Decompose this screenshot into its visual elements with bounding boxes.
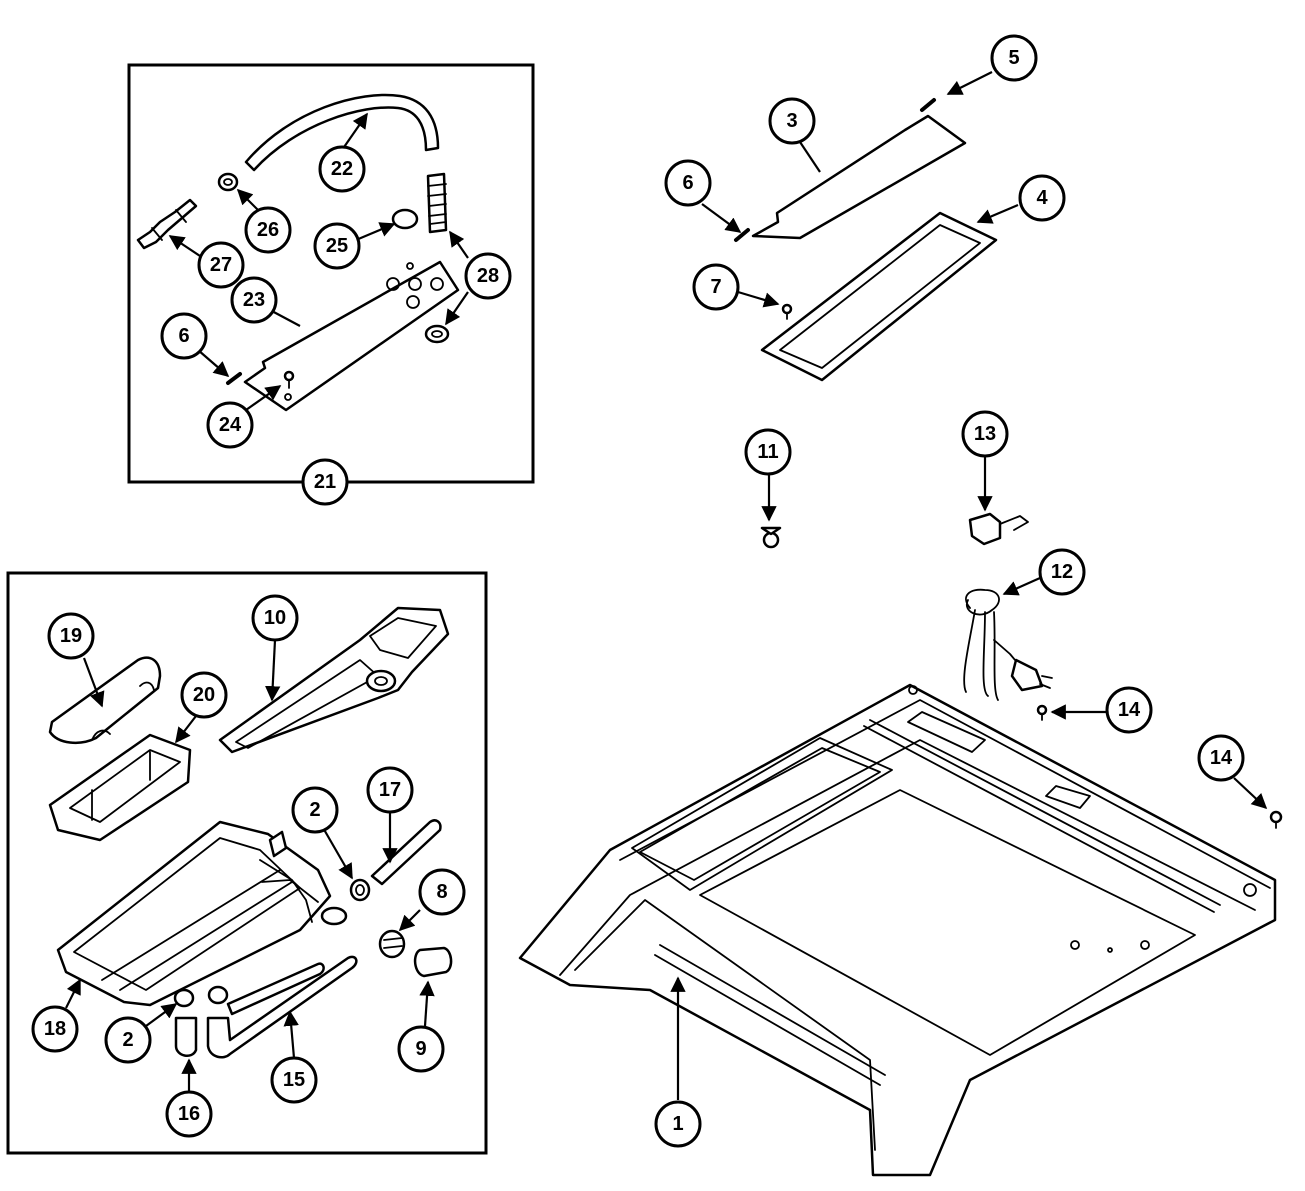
svg-text:11: 11 — [757, 441, 778, 463]
part-17-hose — [370, 819, 442, 886]
callout-3: 3 — [768, 97, 816, 145]
callout-26: 26 — [244, 206, 292, 254]
svg-text:10: 10 — [264, 607, 286, 629]
part-4-frame — [760, 211, 998, 382]
part-1-top-cover — [518, 683, 1277, 1177]
part-10-bracket — [218, 606, 450, 754]
callout-18: 18 — [31, 1005, 79, 1053]
svg-text:13: 13 — [974, 423, 996, 445]
callout-5: 5 — [990, 34, 1038, 82]
callout-20: 20 — [180, 671, 228, 719]
part-28-bellows — [424, 172, 450, 344]
svg-text:3: 3 — [786, 110, 797, 132]
part-18-dispenser — [56, 820, 348, 1007]
callout-14b: 14 — [1197, 734, 1245, 782]
callout-8: 8 — [418, 868, 466, 916]
part-8-clamp — [378, 929, 406, 959]
part-13-clamp — [968, 512, 1029, 546]
callout-9: 9 — [397, 1025, 445, 1073]
svg-text:6: 6 — [682, 172, 693, 194]
svg-text:12: 12 — [1051, 561, 1073, 583]
svg-text:18: 18 — [44, 1018, 66, 1040]
part-6-pin-upper — [734, 228, 750, 242]
svg-text:19: 19 — [60, 625, 82, 647]
part-2-clamp-a — [349, 878, 371, 902]
callout-2b: 2 — [104, 1016, 152, 1064]
svg-text:9: 9 — [415, 1038, 426, 1060]
part-22-hose — [244, 93, 440, 172]
svg-text:5: 5 — [1008, 47, 1019, 69]
callout-10: 10 — [251, 594, 299, 642]
callout-19: 19 — [47, 612, 95, 660]
part-24-screw — [283, 370, 295, 389]
callout-6a: 6 — [664, 159, 712, 207]
callout-21: 21 — [301, 458, 349, 506]
part-23-plate — [243, 260, 460, 412]
svg-text:26: 26 — [257, 219, 279, 241]
callout-4: 4 — [1018, 174, 1066, 222]
part-5-pin — [920, 98, 936, 112]
svg-text:14: 14 — [1210, 747, 1233, 769]
svg-text:1: 1 — [672, 1113, 683, 1135]
callout-7: 7 — [692, 263, 740, 311]
kit-18-frame — [6, 571, 488, 1155]
svg-text:27: 27 — [210, 254, 232, 276]
part-14-screw-a — [1036, 704, 1048, 721]
svg-text:4: 4 — [1036, 187, 1048, 209]
svg-text:22: 22 — [331, 158, 353, 180]
svg-text:23: 23 — [243, 289, 265, 311]
part-7-screw — [781, 303, 793, 320]
svg-text:2: 2 — [122, 1029, 133, 1051]
callout-16: 16 — [165, 1090, 213, 1138]
svg-text:24: 24 — [219, 414, 242, 436]
callout-6b: 6 — [160, 312, 208, 360]
callout-11: 11 — [744, 428, 792, 476]
callout-14a: 14 — [1105, 686, 1153, 734]
svg-text:25: 25 — [326, 235, 348, 257]
callout-22: 22 — [318, 145, 366, 193]
part-9-plug — [413, 946, 453, 978]
svg-text:17: 17 — [379, 779, 401, 801]
callout-15: 15 — [270, 1056, 318, 1104]
part-19-lid — [48, 656, 162, 745]
part-14-screw-b — [1269, 810, 1283, 829]
callout-28: 28 — [464, 252, 512, 300]
callout-1: 1 — [654, 1100, 702, 1148]
callout-24: 24 — [206, 401, 254, 449]
svg-text:6: 6 — [178, 325, 189, 347]
svg-text:28: 28 — [477, 265, 499, 287]
callout-13: 13 — [961, 410, 1009, 458]
part-11-clip — [760, 526, 782, 549]
part-27-valve — [136, 198, 198, 250]
callout-23: 23 — [230, 276, 278, 324]
svg-text:2: 2 — [309, 799, 320, 821]
callout-17: 17 — [366, 766, 414, 814]
part-6-pin — [226, 372, 242, 385]
svg-text:14: 14 — [1118, 699, 1141, 721]
callout-2a: 2 — [291, 786, 339, 834]
callout-25: 25 — [313, 222, 361, 270]
svg-text:15: 15 — [283, 1069, 305, 1091]
part-12-power-cord — [963, 588, 1053, 701]
part-16-hose — [174, 1016, 198, 1058]
svg-text:16: 16 — [178, 1103, 200, 1125]
svg-text:7: 7 — [710, 276, 721, 298]
svg-text:21: 21 — [314, 471, 336, 493]
svg-text:20: 20 — [193, 684, 215, 706]
part-20-tray — [48, 733, 192, 842]
part-2-clamp-b — [173, 985, 229, 1008]
part-15-hose — [206, 955, 358, 1059]
part-3-panel — [751, 114, 967, 240]
svg-text:8: 8 — [436, 881, 447, 903]
part-26-clamp — [217, 172, 239, 192]
callout-27: 27 — [197, 241, 245, 289]
part-25-plug — [391, 208, 419, 230]
leader-lines — [65, 71, 1268, 1100]
callout-12: 12 — [1038, 548, 1086, 596]
